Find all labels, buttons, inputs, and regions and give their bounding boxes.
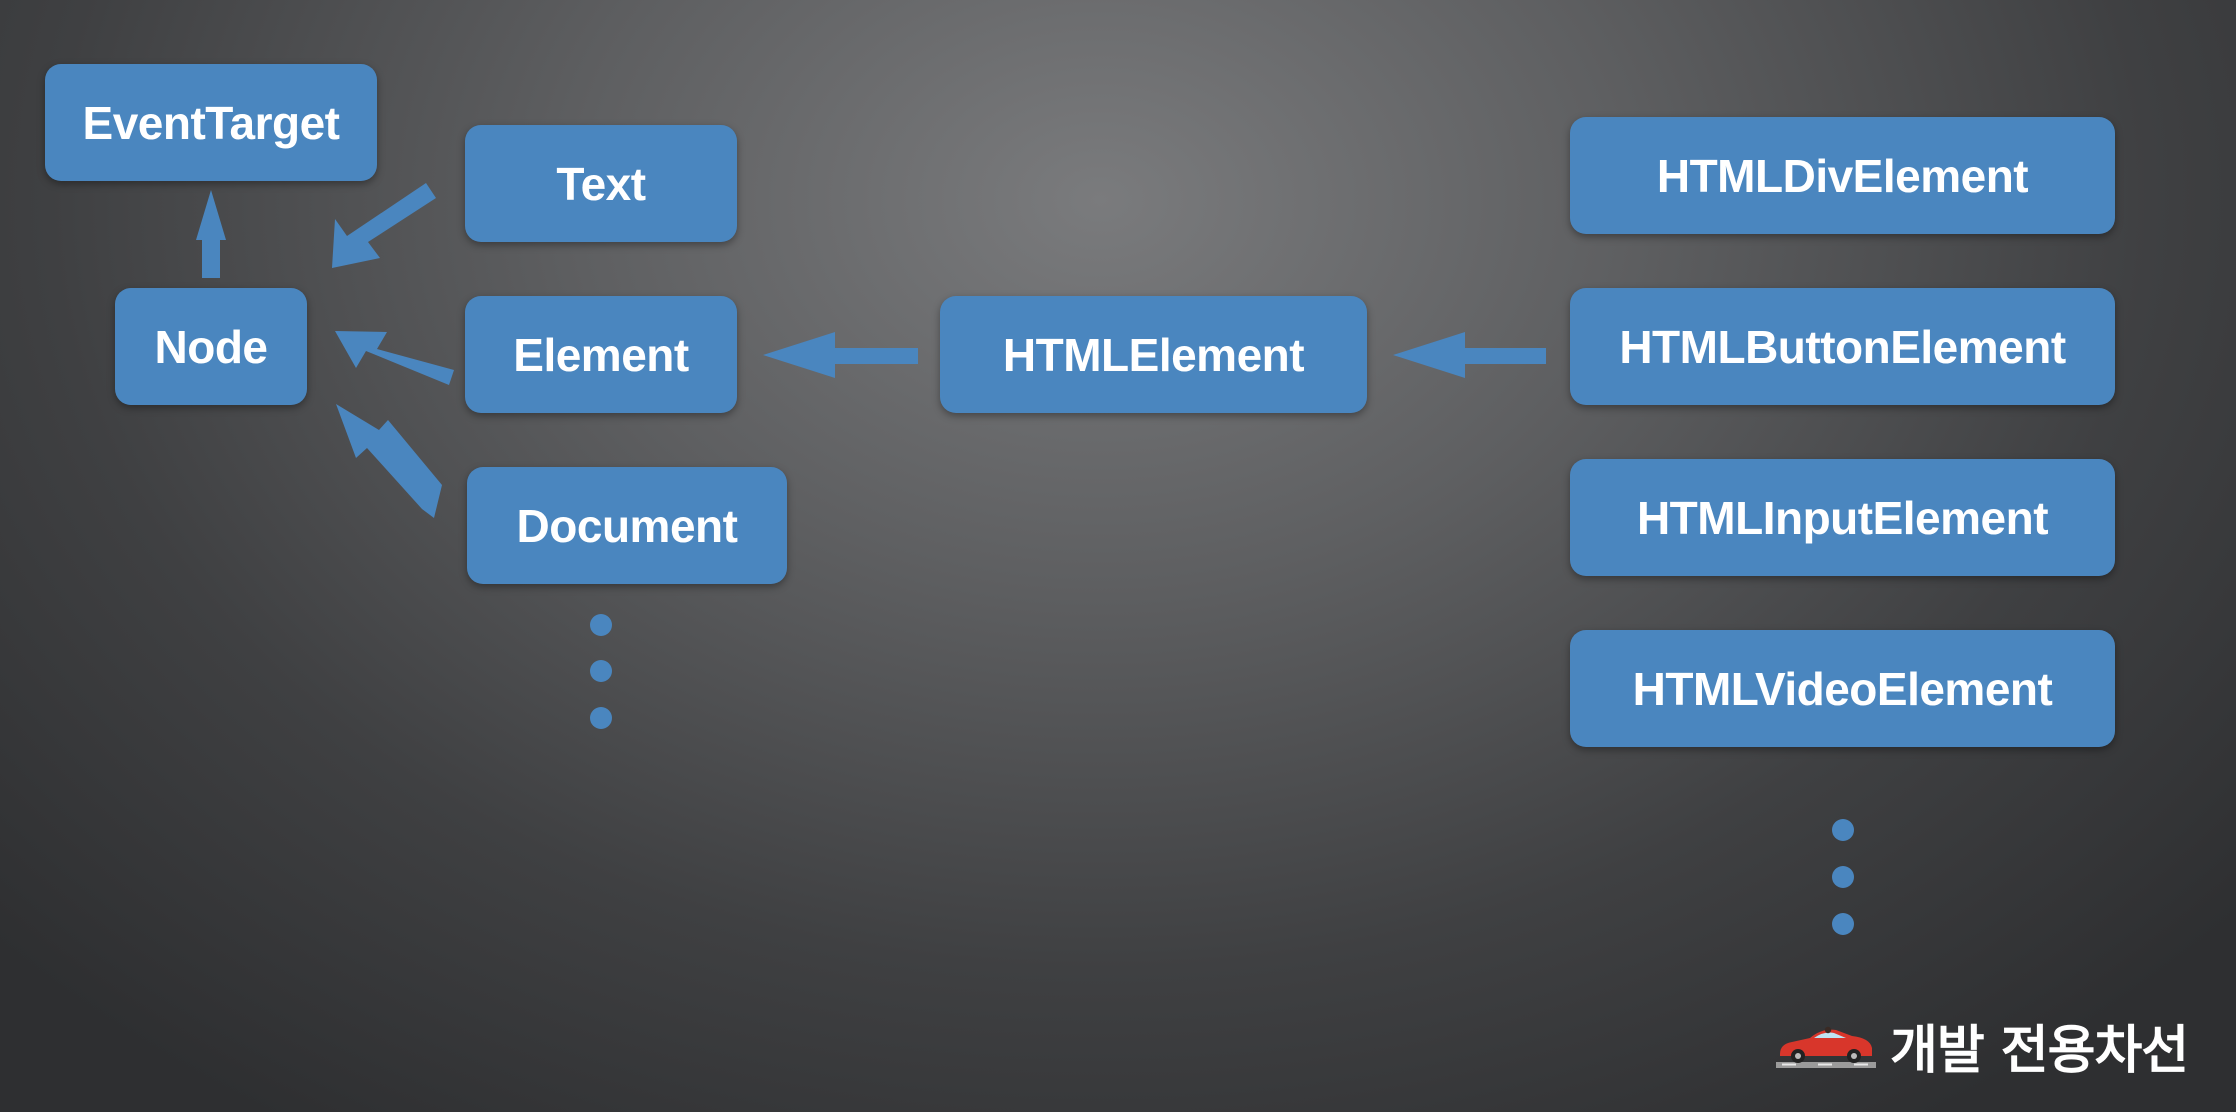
arrow-document-to-node: [336, 404, 442, 518]
node-eventtarget: EventTarget: [45, 64, 377, 181]
node-element: Element: [465, 296, 737, 413]
ellipsis-dot: [1832, 913, 1854, 935]
arrow-text-to-node: [332, 183, 436, 268]
arrow-node-to-eventtarget: [196, 190, 226, 278]
red-car-icon: [1776, 1026, 1876, 1068]
node-htmlbuttonelement: HTMLButtonElement: [1570, 288, 2115, 405]
node-htmlelement: HTMLElement: [940, 296, 1367, 413]
ellipsis-dot: [590, 660, 612, 682]
node-document: Document: [467, 467, 787, 584]
arrow-htmlelement-to-element: [763, 332, 918, 378]
node-htmldivelement: HTMLDivElement: [1570, 117, 2115, 234]
node-htmlvideoelement: HTMLVideoElement: [1570, 630, 2115, 747]
brand-text: 개발 전용차선: [1890, 1020, 2189, 1081]
node-htmlinputelement: HTMLInputElement: [1570, 459, 2115, 576]
node-text: Text: [465, 125, 737, 242]
ellipsis-dot: [590, 707, 612, 729]
node-node: Node: [115, 288, 307, 405]
ellipsis-dot: [1832, 819, 1854, 841]
arrow-button-to-htmlelement: [1393, 332, 1546, 378]
arrow-element-to-node: [335, 331, 454, 385]
ellipsis-dot: [590, 614, 612, 636]
brand-logo: 개발 전용차선: [1776, 1010, 2189, 1081]
ellipsis-dot: [1832, 866, 1854, 888]
